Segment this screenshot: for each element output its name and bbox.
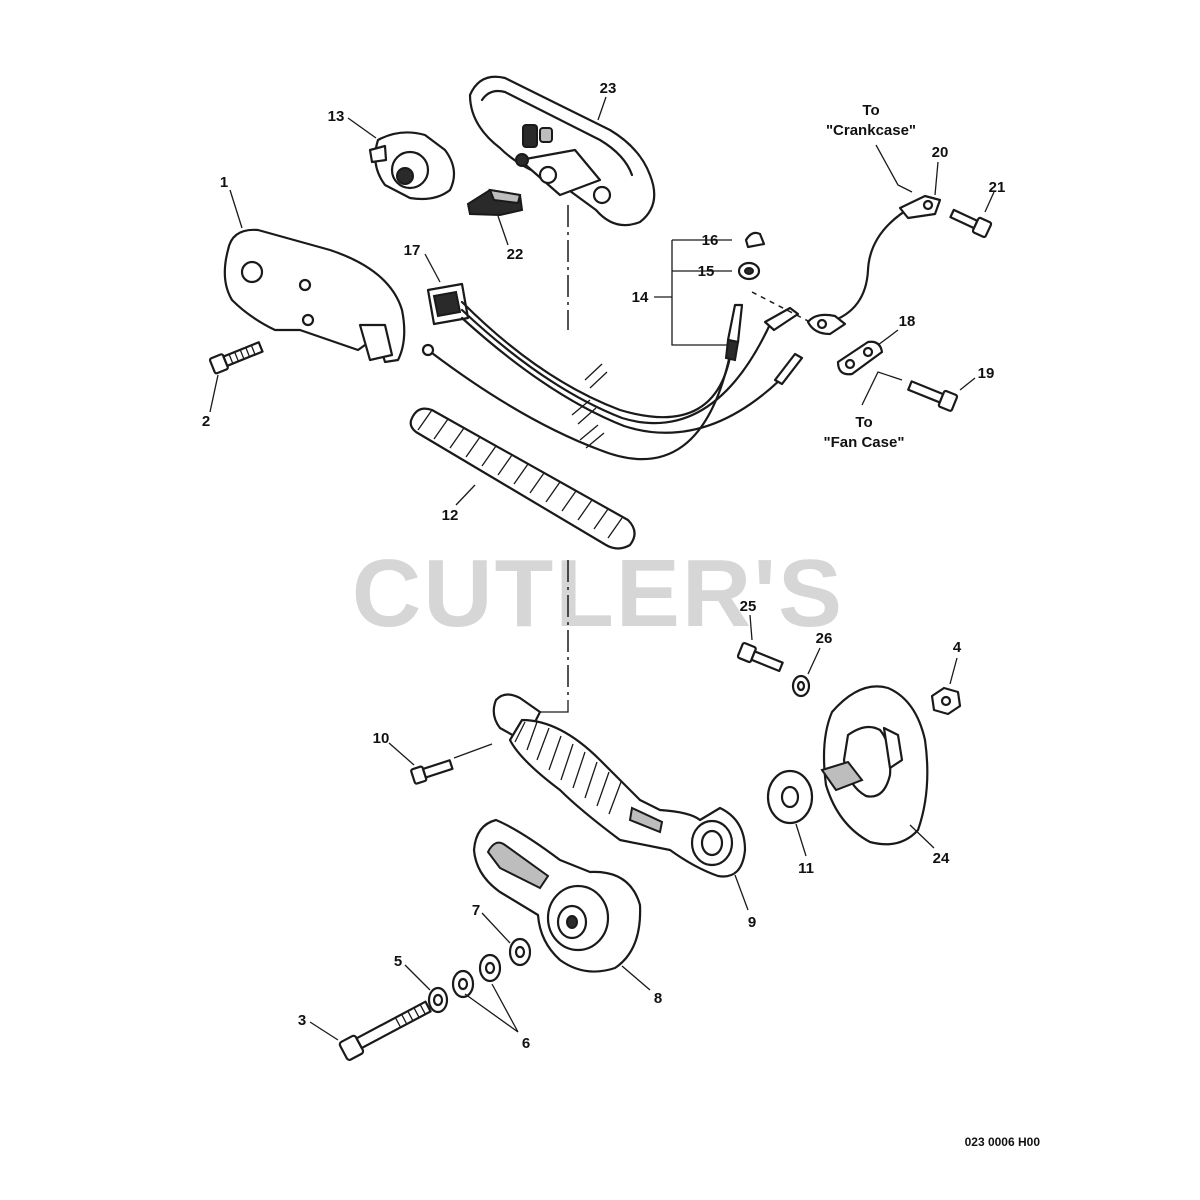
callout-11: 11 xyxy=(798,860,814,877)
part-25-screw xyxy=(736,641,784,673)
part-2-screw xyxy=(208,341,264,375)
part-16-cap xyxy=(744,231,766,249)
callout-3: 3 xyxy=(298,1012,306,1029)
part-7-washer xyxy=(508,937,532,967)
callout-1: 1 xyxy=(220,174,228,191)
callout-21: 21 xyxy=(989,179,1006,196)
callout-13: 13 xyxy=(328,108,345,125)
callout-23: 23 xyxy=(600,80,617,97)
note-to-fan-case-line-1: To xyxy=(855,414,872,431)
part-11-washer xyxy=(766,769,814,825)
part-10-screw xyxy=(410,759,454,785)
callout-16: 16 xyxy=(702,232,719,249)
note-to-fan-case: To "Fan Case" xyxy=(824,414,905,451)
part-9-grip-bellows xyxy=(492,693,747,878)
part-13-switch xyxy=(368,131,456,201)
part-24-clamp xyxy=(820,685,929,846)
part-20-ground-lead xyxy=(806,194,942,336)
part-26-washer xyxy=(791,674,811,698)
part-3-bolt xyxy=(338,1000,432,1061)
note-to-crankcase-line-2: "Crankcase" xyxy=(826,122,916,139)
callout-24: 24 xyxy=(933,850,950,867)
part-6-washers xyxy=(451,953,502,999)
callout-numbers: 1 2 3 4 5 6 7 8 9 10 11 12 13 14 15 16 1… xyxy=(202,80,1006,1052)
callout-22: 22 xyxy=(507,246,524,263)
callout-19: 19 xyxy=(978,365,995,382)
part-18-plate xyxy=(836,340,884,376)
callout-4: 4 xyxy=(953,639,962,656)
callout-15: 15 xyxy=(698,263,715,280)
callout-17: 17 xyxy=(404,242,421,259)
part-23-handle-housing xyxy=(468,75,656,227)
callout-10: 10 xyxy=(373,730,390,747)
callout-25: 25 xyxy=(740,598,757,615)
part-17-connector xyxy=(426,282,470,326)
callout-12: 12 xyxy=(442,507,459,524)
callout-5: 5 xyxy=(394,953,402,970)
watermark-text: CUTLER'S xyxy=(352,540,844,647)
part-14-wiring-harness xyxy=(421,291,811,461)
callout-20: 20 xyxy=(932,144,949,161)
callout-7: 7 xyxy=(472,902,480,919)
note-to-crankcase-line-1: To xyxy=(862,102,879,119)
part-4-nut xyxy=(930,686,962,716)
part-8-grip-housing xyxy=(472,818,642,973)
drawing-number: 023 0006 H00 xyxy=(965,1135,1041,1149)
callout-18: 18 xyxy=(899,313,916,330)
part-19-screw xyxy=(907,380,959,412)
note-to-fan-case-line-2: "Fan Case" xyxy=(824,434,905,451)
leader-lines xyxy=(209,96,995,1041)
callout-14: 14 xyxy=(632,289,649,306)
callout-6: 6 xyxy=(522,1035,530,1052)
callout-9: 9 xyxy=(748,914,756,931)
part-15-nut xyxy=(737,261,761,281)
part-1-handle-cover xyxy=(223,228,406,364)
part-12-spiral-tube xyxy=(409,407,636,550)
callout-8: 8 xyxy=(654,990,662,1007)
part-21-screw xyxy=(949,208,993,239)
part-22-trigger xyxy=(466,188,524,217)
callout-26: 26 xyxy=(816,630,833,647)
part-5-washer xyxy=(427,986,449,1014)
note-to-crankcase: To "Crankcase" xyxy=(826,102,916,139)
callout-2: 2 xyxy=(202,413,210,430)
